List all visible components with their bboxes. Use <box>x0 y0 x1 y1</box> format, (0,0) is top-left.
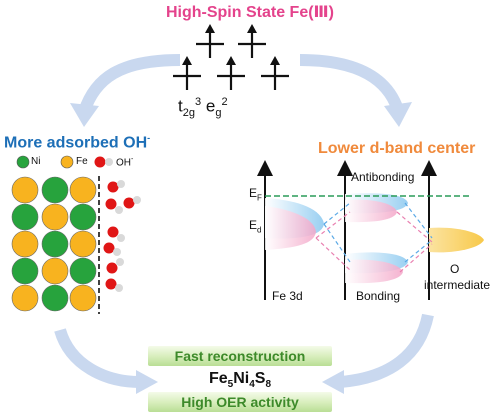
cycle-arrow-top-right <box>299 54 412 127</box>
t2g-orbital-1 <box>173 56 201 90</box>
title-high-spin: High-Spin State Fe(Ⅲ) <box>165 4 334 21</box>
cycle-arrow-bottom-right <box>322 313 434 394</box>
compound-formula: Fe5Ni4S8 <box>208 370 272 391</box>
t2g-orbital-3 <box>261 56 289 90</box>
bonding-label: Bonding <box>356 289 401 303</box>
legend-oh-label: OH- <box>116 156 134 169</box>
antibonding-label: Antibonding <box>351 170 415 184</box>
ed-label: Ed <box>249 218 262 235</box>
antibonding-pink <box>345 199 397 223</box>
eg-orbital-2 <box>238 24 266 58</box>
banner-fast-reconstruction: Fast reconstruction <box>148 346 332 366</box>
o-legend-atom <box>94 156 106 168</box>
atom-legend <box>16 155 113 169</box>
cycle-arrow-bottom-left <box>54 328 158 394</box>
fe3d-label: Fe 3d <box>272 289 303 303</box>
more-adsorbed-oh-title: More adsorbed OH- <box>4 133 151 152</box>
o-label: O <box>450 262 460 276</box>
lower-d-band-center-title: Lower d-band center <box>318 140 476 157</box>
fe-legend-atom <box>60 155 74 169</box>
legend-fe-label: Fe <box>76 156 88 167</box>
atom-lattice <box>11 176 97 312</box>
band-diagram <box>257 160 484 300</box>
bonding-pink <box>345 259 403 284</box>
ef-label: EF <box>249 186 262 203</box>
banner-high-oer-activity: High OER activity <box>148 392 332 412</box>
t2g-orbital-2 <box>217 56 245 90</box>
fe3d-band-pink <box>265 206 316 250</box>
mixing-lines <box>315 202 433 273</box>
ni-legend-atom <box>16 155 30 169</box>
legend-ni-label: Ni <box>31 156 41 167</box>
o-intermediate-band <box>429 227 484 253</box>
eg-orbital-1 <box>196 24 224 58</box>
intermediate-label: intermediate <box>424 278 491 292</box>
cycle-arrow-top-left <box>70 54 181 127</box>
adsorbed-oh-groups <box>103 180 141 292</box>
h-legend-atom <box>105 158 113 166</box>
spin-configuration-label: t2g3 eg2 <box>178 96 228 120</box>
spin-diagram <box>173 24 289 90</box>
